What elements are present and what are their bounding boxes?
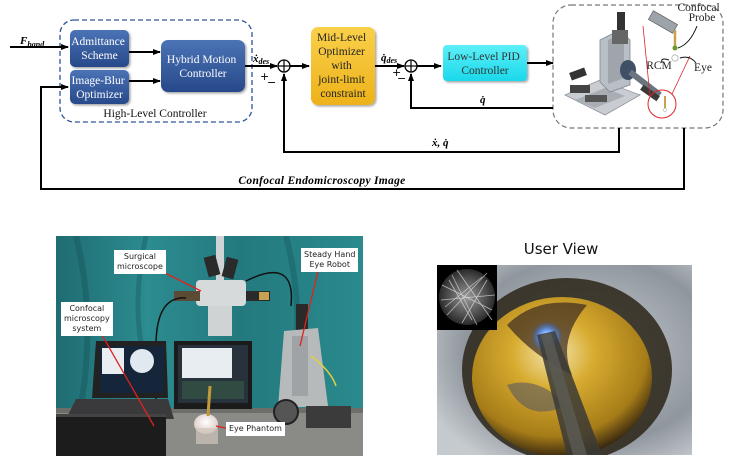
- feedback-qdot-line: [408, 73, 553, 109]
- rcm-pointer: [661, 58, 670, 64]
- svg-text:Image-Blur Optimizer: Image-Blur Optimizer: [72, 75, 128, 101]
- mid-line2: Optimizer: [318, 46, 365, 58]
- probe-label-line2: Probe: [689, 12, 716, 24]
- sum1-minus: −: [267, 76, 276, 89]
- zoom-callout-line-1: [642, 25, 651, 97]
- user-view-image: [437, 265, 692, 455]
- sum2-plus: +: [392, 66, 401, 79]
- pointer-steady-hand: [299, 270, 319, 347]
- summing-junction-1: [277, 59, 291, 73]
- svg-text:Mid-Level Optimizer wi: Mid-Level Optimizer with joint-limit con…: [317, 32, 369, 100]
- input-force-label: Fhand: [19, 35, 45, 49]
- experimental-setup-photo: Surgical microscope Steady Hand Eye Robo…: [56, 236, 363, 456]
- robot-group-border: [552, 4, 724, 129]
- user-view-illustration: [437, 265, 692, 455]
- label-eye-phantom: Eye Phantom: [226, 422, 285, 436]
- mid-line4: joint-limit: [317, 74, 365, 86]
- svg-text:Low-Level PID Controller: Low-Level PID Controller: [447, 51, 522, 77]
- svg-text:Hybrid Motion Controller: Hybrid Motion Controller: [167, 54, 239, 80]
- hybrid-motion-controller-block: [161, 40, 245, 92]
- rcm-label: RCM: [646, 60, 672, 72]
- label-surgical-microscope: Surgical microscope: [114, 250, 166, 274]
- summing-junction-2: [404, 59, 418, 73]
- high-level-group-border: [59, 19, 253, 123]
- hybrid-line2: Controller: [179, 68, 226, 80]
- hybrid-line1: Hybrid Motion: [167, 54, 237, 66]
- zoom-callout-line-2: [671, 55, 691, 95]
- qdes-label: q̇des: [381, 52, 397, 65]
- mid-line1: Mid-Level: [317, 32, 366, 44]
- svg-text:Confocal Probe: Confocal Probe: [677, 2, 722, 24]
- zoom-callout-circle: [647, 89, 677, 119]
- low-level-pid-block: [443, 45, 527, 81]
- pid-line2: Controller: [461, 65, 508, 77]
- feedback-qdot-label: q̇: [480, 94, 486, 106]
- admittance-scheme-block: [70, 30, 129, 67]
- svg-text:Admittance Scheme: Admittance Scheme: [71, 36, 128, 62]
- mid-line5: constraint: [320, 88, 366, 100]
- label-confocal-microscopy-system: Confocal microscopy system: [61, 302, 113, 336]
- probe-pointer: [677, 25, 698, 49]
- image-blur-optimizer-block: [70, 70, 129, 104]
- control-block-diagram: High-Level Controller Fhand Admittance S…: [10, 2, 724, 190]
- admittance-line1: Admittance: [71, 36, 125, 48]
- high-level-group-label: High-Level Controller: [103, 108, 206, 120]
- user-view-title: User View: [523, 240, 599, 258]
- setup-photo-illustration: [56, 236, 363, 456]
- label-steady-hand-eye-robot: Steady Hand Eye Robot: [301, 248, 359, 272]
- image-blur-line1: Image-Blur: [72, 75, 125, 87]
- steady-hand-eye-robot-illustration: [564, 10, 679, 116]
- feedback-xq-label: ẋ, q̇: [431, 137, 449, 149]
- eye-label: Eye: [694, 62, 712, 74]
- eye-pointer: [679, 56, 697, 64]
- sum2-minus: −: [397, 72, 406, 85]
- probe-label-line1: Confocal: [677, 2, 719, 14]
- feedback-image-line: [40, 84, 685, 190]
- image-blur-line2: Optimizer: [76, 89, 123, 101]
- feedback-image-label: Confocal Endomicroscopy Image: [238, 175, 405, 187]
- admittance-line2: Scheme: [81, 50, 117, 62]
- sum1-plus: +: [260, 70, 269, 83]
- mid-line3: with: [331, 60, 352, 72]
- feedback-xq-line: [281, 73, 620, 153]
- xdes-label: ẋdes: [252, 53, 269, 66]
- mid-level-optimizer-block: [311, 27, 375, 105]
- pid-line1: Low-Level PID: [447, 51, 520, 63]
